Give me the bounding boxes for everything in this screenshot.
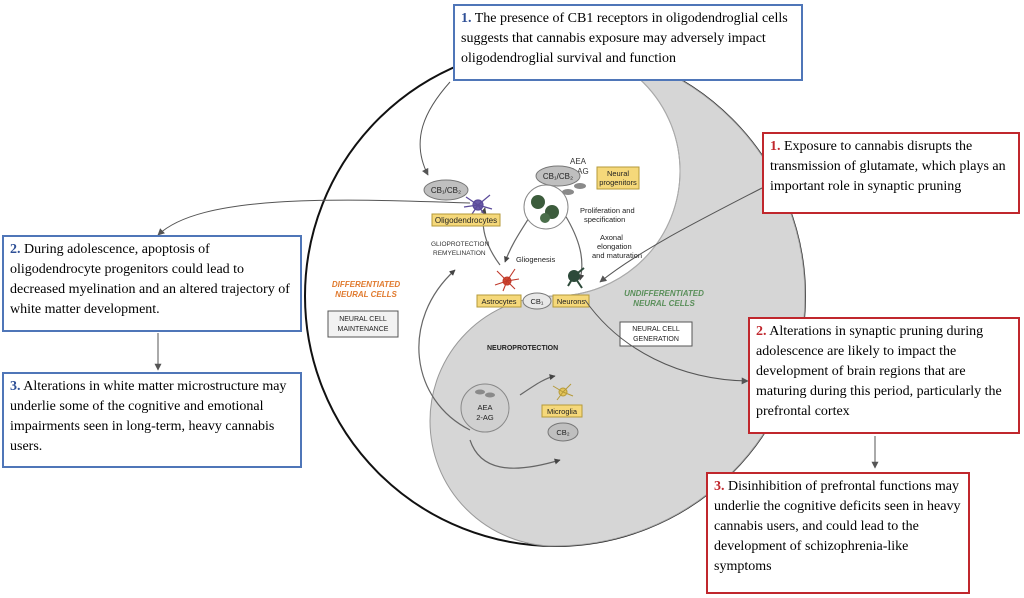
astrocyte-cell — [494, 268, 520, 292]
note-text: The presence of CB1 receptors in oligode… — [461, 11, 788, 66]
microglia-label: Microglia — [547, 407, 578, 416]
aea-pellet — [475, 389, 485, 395]
glioprotection-label-2: REMYELINATION — [433, 250, 486, 257]
cb2-label: CB₂ — [556, 428, 569, 437]
cycle-arrow-glioprotection — [480, 207, 501, 266]
axonal-label-2: elongation — [597, 242, 632, 251]
note-text: Exposure to cannabis disrupts the transm… — [770, 139, 1006, 194]
cycle-arrow-left — [418, 269, 471, 431]
neural-progenitors-tag — [596, 166, 640, 190]
note-text: Alterations in white matter microstructu… — [10, 379, 287, 454]
proliferation-label-2: specification — [584, 215, 625, 224]
neural-progenitors-label-1: Neural — [607, 169, 629, 178]
note-number: 1. — [770, 139, 781, 154]
note-glutamate-transmission: 1. Exposure to cannabis disrupts the tra… — [762, 132, 1020, 214]
oligodendrocytes-tag — [431, 213, 501, 227]
connector-top-to-cb — [419, 81, 451, 176]
neural-progenitors-label-2: progenitors — [599, 178, 637, 187]
generation-label-1: NEURAL CELL — [632, 326, 680, 333]
note-synaptic-pruning: 2. Alterations in synaptic pruning durin… — [748, 317, 1020, 434]
connector-oligo-to-left2 — [157, 199, 471, 236]
note-cb1-oligodendroglial: 1. The presence of CB1 receptors in olig… — [453, 4, 803, 81]
aea-pellet — [485, 392, 495, 398]
generation-box — [619, 321, 693, 347]
differentiated-label-2: NEURAL CELLS — [335, 290, 397, 299]
note-number: 1. — [461, 11, 472, 26]
cb1cb2-left-node — [423, 179, 469, 201]
neurons-tag — [552, 294, 590, 308]
glioprotection-label-1: GLIOPROTECTION — [431, 241, 489, 248]
neuroprotection-label: NEUROPROTECTION — [487, 345, 558, 352]
proliferation-label-1: Proliferation and — [580, 206, 635, 215]
cb1cb2-right-node — [535, 165, 581, 187]
neurons-label: Neurons — [557, 297, 586, 306]
2ag-bottom-label: 2-AG — [476, 413, 494, 422]
microglia-cell — [552, 383, 574, 401]
note-white-matter-microstructure: 3. Alterations in white matter microstru… — [2, 372, 302, 468]
note-text: During adolescence, apoptosis of oligode… — [10, 242, 290, 317]
oligodendrocyte-cell — [463, 194, 493, 218]
connector-right1-to-neurons — [599, 187, 763, 283]
note-number: 3. — [714, 479, 725, 494]
progenitor-cell — [540, 213, 550, 223]
astrocytes-label: Astrocytes — [481, 297, 516, 306]
astrocytes-tag — [476, 294, 522, 308]
aea-top-label: AEA — [570, 157, 587, 166]
generation-label-2: GENERATION — [633, 336, 679, 343]
note-text: Disinhibition of prefrontal functions ma… — [714, 479, 961, 574]
differentiated-label-1: DIFFERENTIATED — [332, 280, 401, 289]
note-number: 2. — [756, 324, 767, 339]
cycle-arrow-neuroprotection — [519, 374, 556, 396]
undifferentiated-label-1: UNDIFFERENTIATED — [624, 289, 704, 298]
microglia-tag — [541, 404, 583, 418]
connector-neurons-to-right2 — [584, 299, 749, 385]
cb1-center-label: CB₁ — [531, 297, 544, 306]
oligodendrocytes-label: Oligodendrocytes — [435, 216, 497, 225]
note-number: 3. — [10, 379, 21, 394]
note-apoptosis-myelination: 2. During adolescence, apoptosis of olig… — [2, 235, 302, 332]
gliogenesis-label: Gliogenesis — [516, 255, 555, 264]
aea-bottom-label: AEA — [477, 403, 492, 412]
cycle-arrow-axonal — [564, 214, 585, 281]
neuron-cell — [567, 267, 585, 289]
note-number: 2. — [10, 242, 21, 257]
cb1cb2-left-label: CB₁/CB₂ — [431, 186, 461, 195]
cb1-center-node — [522, 292, 552, 310]
axonal-label-1: Axonal — [600, 233, 623, 242]
cb1cb2-right-label: CB₁/CB₂ — [543, 172, 573, 181]
aea-bottom-node — [460, 383, 510, 433]
note-text: Alterations in synaptic pruning during a… — [756, 324, 1002, 419]
aea-pellet — [574, 183, 586, 189]
progenitor-cell — [531, 195, 545, 209]
cycle-arrow-bottom — [469, 439, 561, 469]
axonal-label-3: and maturation — [592, 251, 642, 260]
aea-pellet — [562, 189, 574, 195]
undifferentiated-label-2: NEURAL CELLS — [633, 299, 695, 308]
maintenance-label-1: NEURAL CELL — [339, 316, 387, 323]
maintenance-box — [327, 310, 399, 338]
maintenance-label-2: MAINTENANCE — [338, 326, 389, 333]
cb2-node — [547, 422, 579, 442]
2ag-top-label: 2-AG — [570, 167, 589, 176]
note-prefrontal-disinhibition: 3. Disinhibition of prefrontal functions… — [706, 472, 970, 594]
